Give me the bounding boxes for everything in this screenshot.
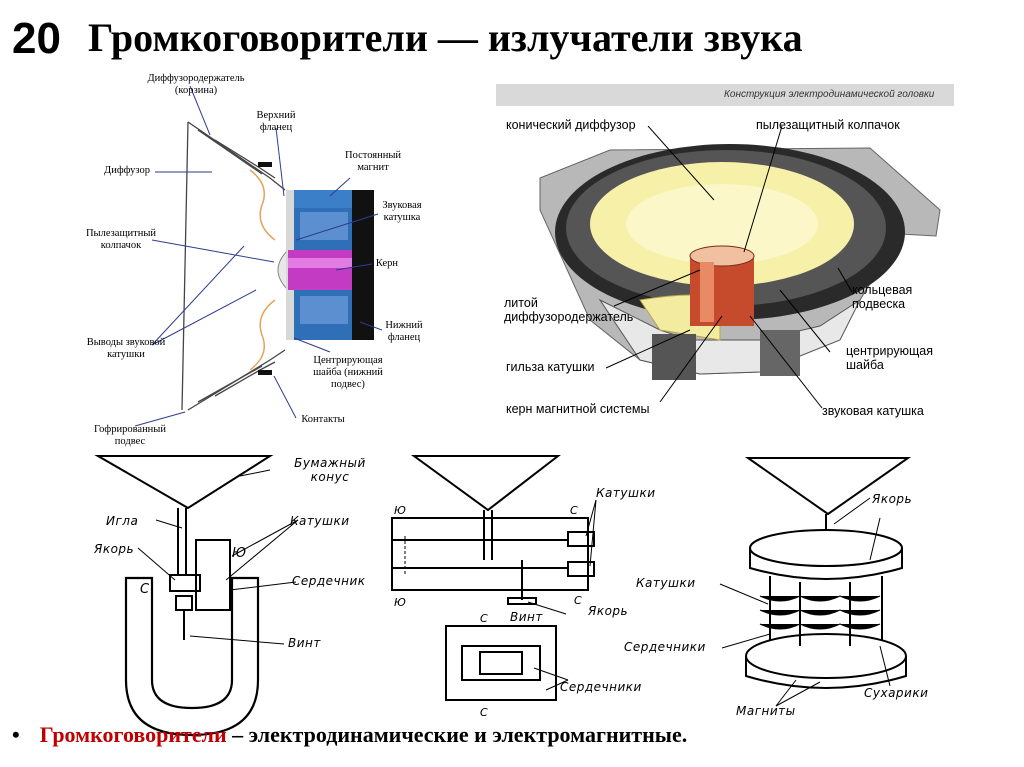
label-armature-3: Якорь: [872, 492, 913, 506]
slide-title: Громкоговорители — излучатели звука: [88, 15, 803, 60]
label-pole-n-2: Ю: [394, 504, 407, 517]
label-pole-s-2: С: [570, 504, 579, 517]
label-core-2: керн магнитной системы: [506, 402, 650, 416]
slide-number: 20: [12, 14, 61, 63]
label-coils-3: Катушки: [636, 576, 696, 590]
label-screw: Винт: [288, 636, 321, 650]
label-voice-coil: Звуковая катушка: [382, 200, 422, 223]
label-pole-s-4: С: [480, 612, 489, 625]
label-magnets: Магниты: [736, 704, 796, 718]
label-dust-cap-2: пылезащитный колпачок: [756, 118, 900, 132]
label-paper-cone: Бумажный конус: [294, 456, 366, 484]
dash: –: [226, 722, 249, 747]
label-pole-n: Ю: [232, 546, 247, 561]
label-coil-sleeve: гильза катушки: [506, 360, 595, 374]
label-spider: Центрирующая шайба (нижний подвес): [313, 355, 383, 390]
label-coil-leads: Выводы звуковой катушки: [86, 337, 166, 360]
label-pole-s-5: С: [480, 706, 489, 719]
bullet-point: •: [12, 722, 20, 747]
term-loudspeakers: Громкоговорители: [39, 722, 227, 747]
label-diffuser: Диффузор: [104, 165, 150, 176]
cutaway-caption: Конструкция электродинамической головки: [724, 89, 935, 100]
label-surround-2: кольцевая подвеска: [852, 283, 913, 311]
label-armature: Якорь: [94, 542, 135, 556]
label-surround: Гофрированный подвес: [94, 424, 166, 447]
label-upper-flange: Верхний фланец: [256, 110, 296, 133]
label-voice-coil-2: звуковая катушка: [822, 404, 924, 418]
bottom-statement: • Громкоговорители – электродинамические …: [12, 722, 687, 748]
label-armature-2: Якорь: [588, 604, 629, 618]
label-dust-cap: Пылезащитный колпачок: [85, 228, 157, 251]
label-core-3: Сердечник: [292, 574, 366, 588]
label-pole-s-3: С: [574, 594, 583, 607]
label-crackers: Сухарики: [864, 686, 929, 700]
label-basket: Диффузородержатель (корзина): [147, 73, 245, 96]
label-screw-2: Винт: [510, 610, 543, 624]
label-lower-flange: Нижний фланец: [385, 320, 423, 343]
label-pole-n-3: Ю: [394, 596, 407, 609]
label-spider-2: центрирующая шайба: [846, 344, 933, 372]
label-cores-3: Сердечники: [624, 640, 706, 654]
label-core: Керн: [375, 258, 399, 269]
label-coils: Катушки: [290, 514, 350, 528]
label-coils-2: Катушки: [596, 486, 656, 500]
label-cone: конический диффузор: [506, 118, 636, 132]
label-needle: Игла: [106, 514, 139, 528]
statement-rest: электродинамические и электромагнитные.: [248, 722, 688, 747]
label-pole-s: С: [140, 582, 150, 597]
label-contacts: Контакты: [301, 414, 345, 425]
label-cores-2: Сердечники: [560, 680, 642, 694]
label-magnet: Постоянный магнит: [345, 150, 401, 173]
label-cast-basket: литой диффузородержатель: [504, 296, 634, 324]
